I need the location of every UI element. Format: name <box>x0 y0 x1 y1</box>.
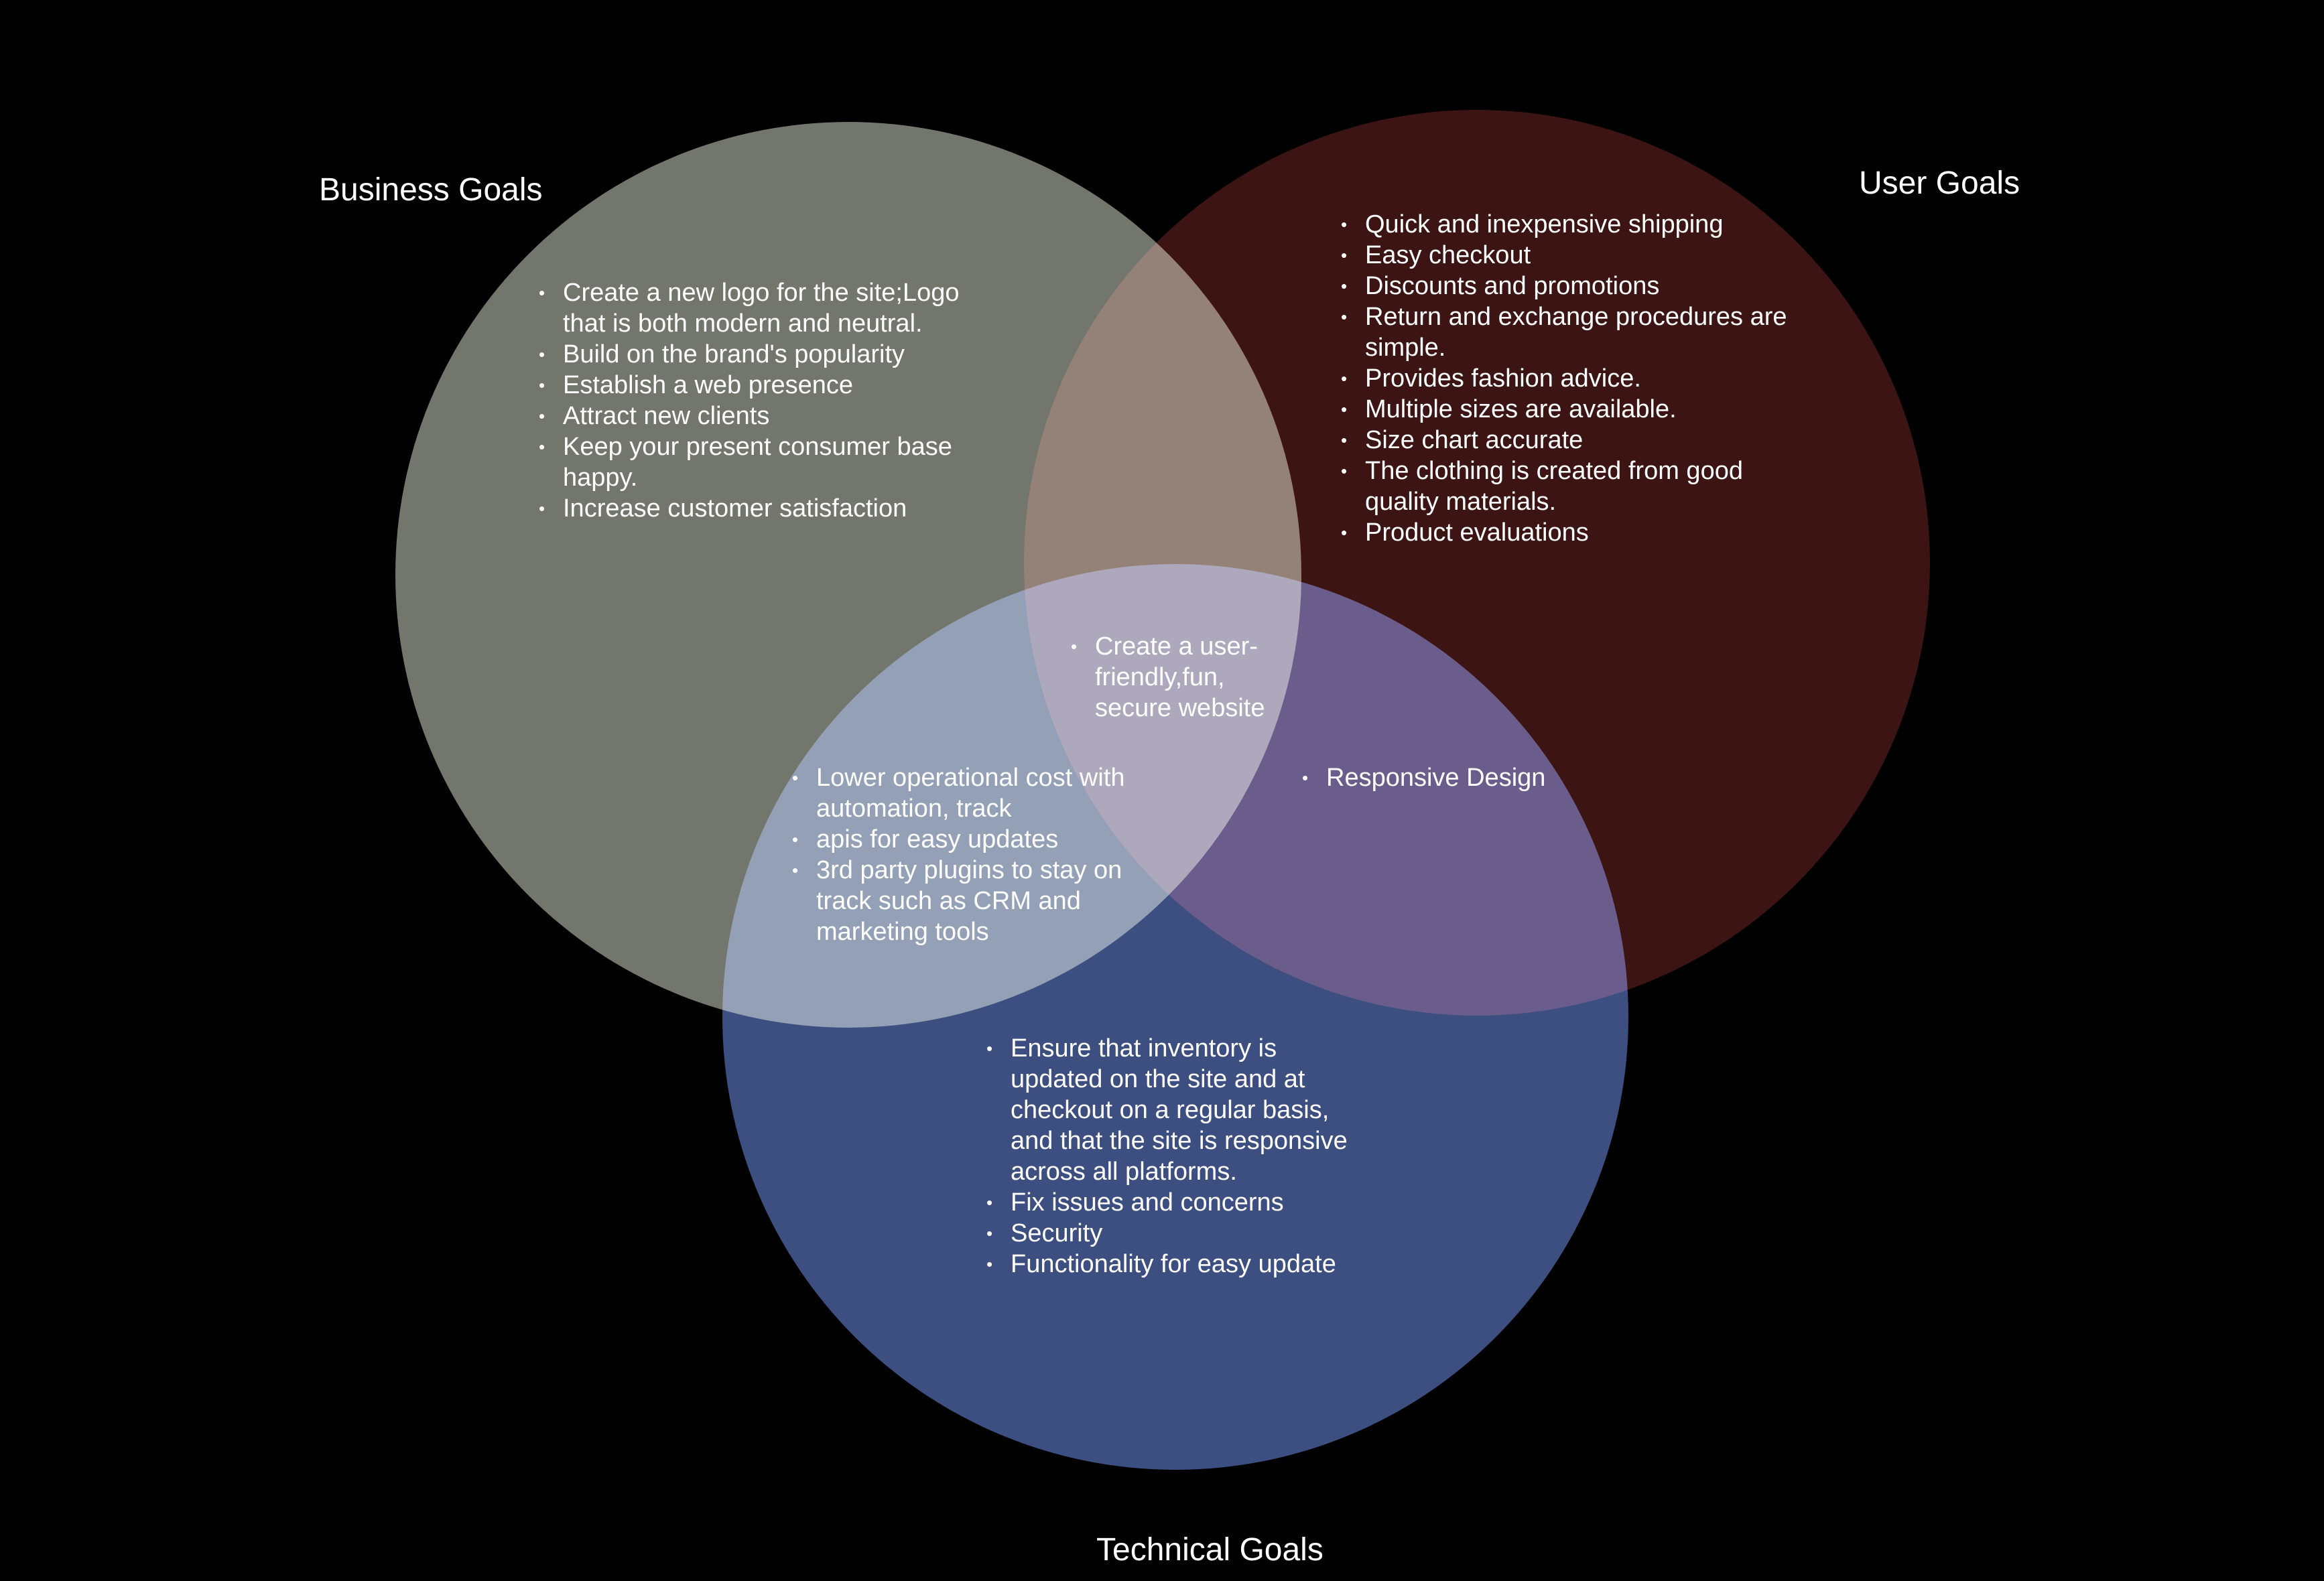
list-item: Fix issues and concerns <box>986 1187 1375 1218</box>
list-item: Functionality for easy update <box>986 1249 1375 1280</box>
user-technical-goals-list: Responsive Design <box>1302 762 1597 793</box>
list-item: Responsive Design <box>1302 762 1597 793</box>
list-item: Keep your present consumer base happy. <box>539 431 988 493</box>
list-item: Size chart accurate <box>1341 425 1817 456</box>
list-item: Discounts and promotions <box>1341 271 1817 301</box>
list-item: Ensure that inventory is updated on the … <box>986 1033 1375 1187</box>
list-item: Increase customer satisfaction <box>539 493 988 524</box>
list-item: Create a new logo for the site;Logo that… <box>539 277 988 339</box>
list-item: Security <box>986 1218 1375 1249</box>
user-goals-label: User Goals <box>1859 165 2020 201</box>
list-item: Easy checkout <box>1341 240 1817 271</box>
list-item: Provides fashion advice. <box>1341 363 1817 394</box>
list-item: Multiple sizes are available. <box>1341 394 1817 425</box>
list-item: Quick and inexpensive shipping <box>1341 209 1817 240</box>
list-item: Return and exchange procedures are simpl… <box>1341 301 1817 363</box>
technical-goals-label: Technical Goals <box>1096 1532 1324 1568</box>
list-item: apis for easy updates <box>792 824 1167 855</box>
technical-goals-list: Ensure that inventory is updated on the … <box>986 1033 1375 1280</box>
business-technical-goals-list: Lower operational cost with automation, … <box>792 762 1167 947</box>
list-item: Product evaluations <box>1341 517 1817 548</box>
business-goals-list: Create a new logo for the site;Logo that… <box>539 277 988 524</box>
list-item: 3rd party plugins to stay on track such … <box>792 855 1167 947</box>
list-item: Create a user-friendly,fun, secure websi… <box>1071 631 1299 724</box>
list-item: The clothing is created from good qualit… <box>1341 456 1817 517</box>
user-goals-list: Quick and inexpensive shippingEasy check… <box>1341 209 1817 548</box>
list-item: Lower operational cost with automation, … <box>792 762 1167 824</box>
list-item: Attract new clients <box>539 401 988 431</box>
business-goals-label: Business Goals <box>319 172 543 208</box>
shared-goals-list: Create a user-friendly,fun, secure websi… <box>1071 631 1299 724</box>
list-item: Establish a web presence <box>539 370 988 401</box>
list-item: Build on the brand's popularity <box>539 339 988 370</box>
